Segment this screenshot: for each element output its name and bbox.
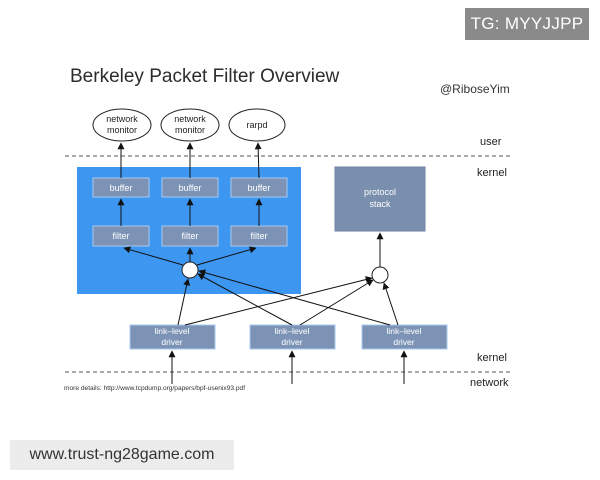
app-2-line2: monitor — [175, 125, 205, 135]
protocol-stack-box — [334, 166, 426, 232]
driver-3-line1: link–level — [387, 326, 422, 336]
arrow-driver3-tap — [198, 269, 391, 326]
protocol-tap-circle — [371, 266, 389, 284]
buffer-label-1: buffer — [110, 183, 133, 193]
diagram-title: Berkeley Packet Filter Overview — [70, 66, 340, 87]
arrow-driver2-ptap — [299, 279, 374, 326]
site-watermark: www.trust-ng28game.com — [10, 440, 234, 470]
driver-1-line2: driver — [161, 337, 182, 347]
driver-3-line2: driver — [393, 337, 414, 347]
app-oval-1 — [92, 108, 152, 142]
app-2-line1: network — [174, 114, 206, 124]
driver-box-3 — [361, 324, 448, 350]
driver-box-1 — [129, 324, 216, 350]
filter-label-2: filter — [181, 231, 198, 241]
app-1-line2: monitor — [107, 125, 137, 135]
arrow-tap-filter1 — [123, 246, 184, 266]
filter-label-1: filter — [112, 231, 129, 241]
driver-2-line2: driver — [281, 337, 302, 347]
protocol-label-line2: stack — [369, 199, 391, 209]
arrow-driver1-tap — [177, 278, 191, 326]
telegram-badge: TG: MYYJJPP — [465, 8, 589, 40]
layer-label-kernel-top: kernel — [477, 167, 507, 179]
layer-label-network: network — [470, 377, 509, 389]
layer-label-kernel-bottom: kernel — [477, 352, 507, 364]
bpf-tap-circle — [181, 261, 199, 279]
driver-1-line1: link–level — [155, 326, 190, 336]
protocol-label-line1: protocol — [364, 187, 396, 197]
filter-label-3: filter — [250, 231, 267, 241]
app-3-line1: rarpd — [246, 120, 267, 130]
buffer-label-3: buffer — [248, 183, 271, 193]
arrow-driver3-ptap — [382, 282, 399, 326]
arrow-driver1-ptap — [184, 276, 373, 326]
layer-label-user: user — [480, 136, 502, 148]
app-oval-2 — [160, 108, 220, 142]
driver-2-line1: link–level — [275, 326, 310, 336]
author-handle: @RiboseYim — [440, 82, 510, 96]
driver-box-2 — [249, 324, 336, 350]
arrow-tap-filter3 — [196, 246, 257, 266]
arrow-buffer3-app3 — [254, 142, 262, 179]
app-1-line1: network — [106, 114, 138, 124]
more-details-note: more details: http://www.tcpdump.org/pap… — [64, 385, 246, 392]
buffer-label-2: buffer — [179, 183, 202, 193]
arrow-driver2-tap — [197, 273, 293, 326]
app-oval-3 — [228, 108, 286, 142]
